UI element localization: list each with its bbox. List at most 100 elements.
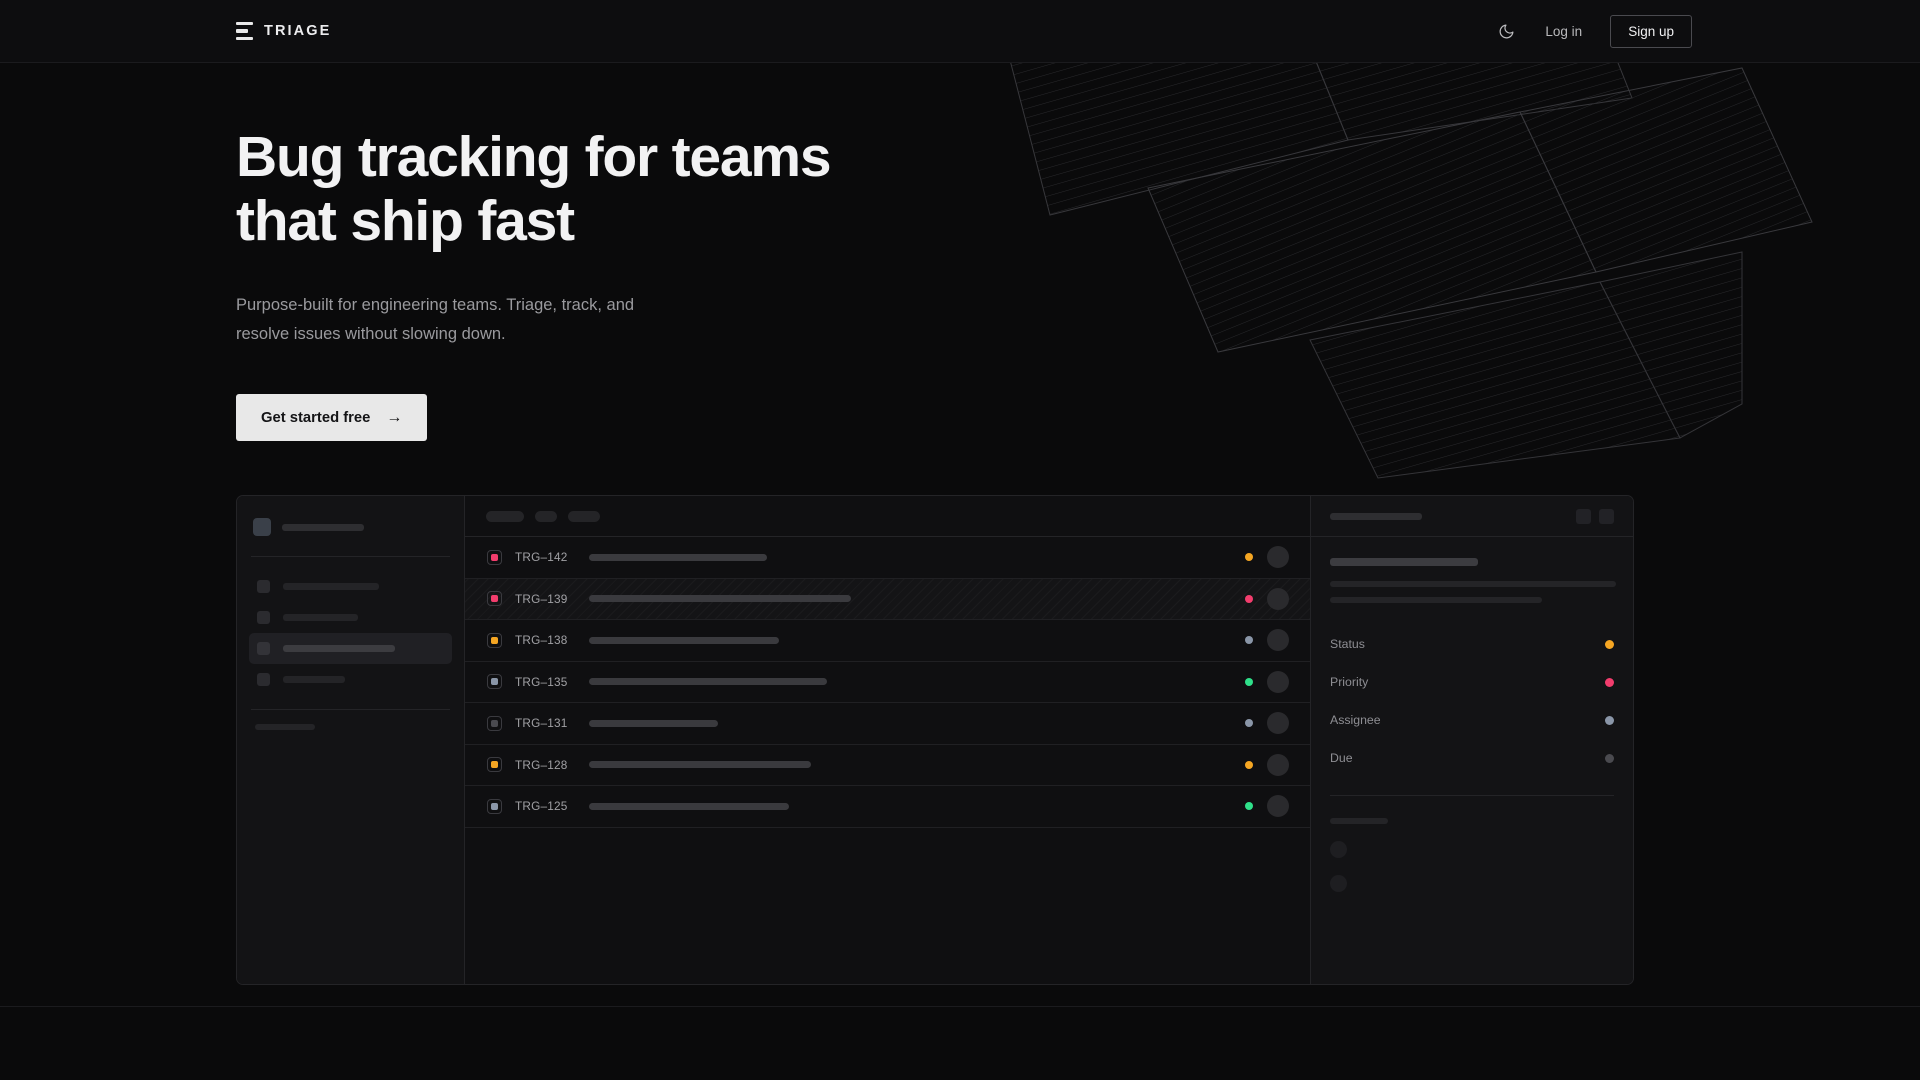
avatar[interactable] (1267, 670, 1289, 693)
workspace-icon (253, 518, 271, 536)
detail-header (1311, 496, 1633, 537)
arrow-right-icon: → (386, 408, 403, 426)
status-dot[interactable] (1245, 802, 1253, 811)
status-dot[interactable] (1245, 636, 1253, 645)
detail-divider (1330, 795, 1614, 796)
signup-button[interactable]: Sign up (1610, 14, 1692, 48)
status-dot[interactable] (1245, 719, 1253, 728)
avatar[interactable] (1267, 753, 1289, 776)
brand-name: TRIAGE (264, 23, 332, 39)
issue-row[interactable]: TRG–138 (465, 620, 1310, 662)
sidebar-dot-item-1[interactable] (249, 730, 452, 756)
sidebar-item-icon (257, 580, 270, 593)
headline-line-1: Bug tracking for teams (236, 125, 832, 189)
detail-body-line-1 (1330, 581, 1616, 587)
property-value-dot[interactable] (1605, 753, 1614, 763)
issue-list-toolbar (465, 496, 1310, 537)
sidebar-divider-top (251, 556, 450, 557)
avatar[interactable] (1267, 629, 1289, 652)
issue-row-meta (1245, 546, 1289, 569)
issue-row[interactable]: TRG–139 (465, 578, 1310, 620)
login-link[interactable]: Log in (1545, 23, 1583, 39)
subtext-line-1: Purpose-built for engineering teams. Tri… (236, 296, 635, 314)
sidebar-item-label-skeleton (283, 645, 395, 652)
sidebar-item-icon (257, 673, 270, 686)
property-row-priority[interactable]: Priority (1330, 663, 1614, 701)
avatar[interactable] (1267, 587, 1289, 610)
footer-divider (0, 1006, 1920, 1007)
property-row-due[interactable]: Due (1330, 739, 1614, 777)
issue-row[interactable]: TRG–131 (465, 703, 1310, 745)
detail-action-button-2[interactable] (1599, 508, 1614, 524)
sidebar-dot-item-3[interactable] (249, 782, 452, 808)
priority-icon[interactable] (487, 632, 502, 648)
issue-id: TRG–131 (515, 716, 568, 731)
sidebar-item-label-skeleton (283, 583, 379, 590)
issue-row[interactable]: TRG–142 (465, 537, 1310, 579)
moon-icon[interactable] (1495, 20, 1517, 42)
activity-avatar[interactable] (1330, 841, 1347, 858)
priority-icon[interactable] (487, 591, 502, 607)
property-value-dot[interactable] (1605, 677, 1614, 687)
status-dot[interactable] (1245, 553, 1253, 562)
issue-id: TRG–142 (515, 550, 568, 565)
issue-row[interactable]: TRG–128 (465, 745, 1310, 786)
sidebar-item-2[interactable] (249, 602, 452, 633)
issue-title-skeleton (589, 595, 851, 603)
page-title: Bug tracking for teams that ship fast (236, 125, 936, 253)
priority-icon[interactable] (487, 715, 502, 731)
headline-line-2: that ship fast (236, 189, 575, 253)
priority-icon[interactable] (487, 757, 502, 773)
issue-title-skeleton (589, 761, 811, 769)
workspace-name-skeleton (282, 523, 364, 531)
toolbar-chip-2[interactable] (535, 510, 557, 522)
property-row-status[interactable]: Status (1330, 625, 1614, 663)
toolbar-chip-3[interactable] (568, 510, 600, 522)
sidebar-item-icon (257, 611, 270, 624)
status-dot[interactable] (1245, 760, 1253, 769)
avatar[interactable] (1267, 795, 1289, 818)
issue-title-skeleton (589, 553, 767, 561)
detail-body-line-2 (1330, 597, 1542, 603)
brand-logo[interactable]: TRIAGE (236, 22, 331, 40)
property-label: Due (1330, 751, 1353, 765)
activity-item-2 (1330, 875, 1614, 892)
priority-icon[interactable] (487, 549, 502, 565)
activity-avatar[interactable] (1330, 875, 1347, 892)
sidebar-dot-item-2[interactable] (249, 756, 452, 782)
issue-title-skeleton (589, 802, 789, 810)
sidebar-dot-list (249, 730, 452, 808)
get-started-button[interactable]: Get started free → (236, 394, 428, 441)
activity-avatar-list (1330, 841, 1614, 892)
issue-row[interactable]: TRG–125 (465, 786, 1310, 828)
toolbar-chip-1[interactable] (486, 510, 524, 522)
detail-action-button-1[interactable] (1576, 508, 1591, 524)
property-label: Assignee (1330, 713, 1381, 727)
detail-header-title-skeleton (1330, 512, 1422, 520)
issue-id: TRG–138 (515, 633, 568, 648)
status-dot[interactable] (1245, 594, 1253, 603)
avatar[interactable] (1267, 546, 1289, 569)
sidebar-item-4[interactable] (249, 664, 452, 695)
top-navigation-bar: TRIAGE Log in Sign up (0, 0, 1920, 63)
issue-row[interactable]: TRG–135 (465, 662, 1310, 703)
sidebar-section-label (255, 724, 446, 730)
priority-icon[interactable] (487, 674, 502, 690)
priority-icon[interactable] (487, 798, 502, 814)
property-value-dot[interactable] (1605, 715, 1614, 725)
issue-row-meta (1245, 629, 1289, 652)
avatar[interactable] (1267, 712, 1289, 735)
workspace-switcher[interactable] (249, 512, 452, 542)
sidebar-item-1[interactable] (249, 571, 452, 602)
issue-id: TRG–139 (515, 591, 568, 606)
property-row-assignee[interactable]: Assignee (1330, 701, 1614, 739)
property-value-dot[interactable] (1605, 639, 1614, 649)
sidebar-item-3[interactable] (249, 633, 452, 664)
status-dot[interactable] (1245, 677, 1253, 686)
issue-id: TRG–125 (515, 799, 568, 814)
